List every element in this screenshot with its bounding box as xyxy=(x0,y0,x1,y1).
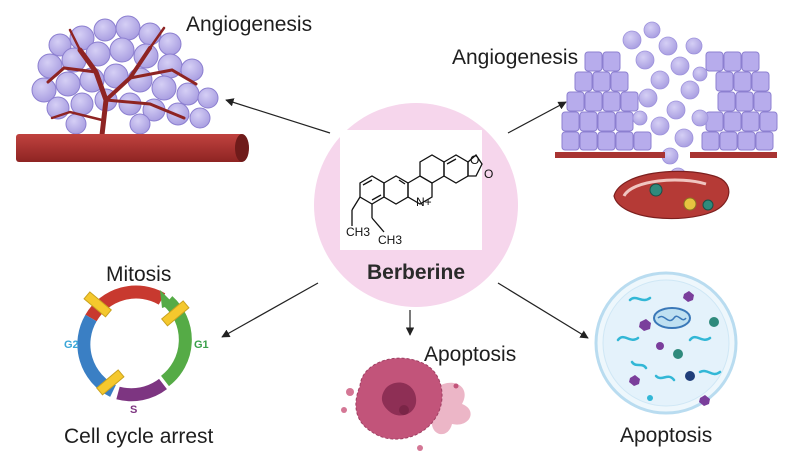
arrow-bottom-left xyxy=(221,282,319,338)
arrow-top-left xyxy=(225,98,331,134)
arrow-bottom-right xyxy=(497,282,589,339)
label-phase-s: S xyxy=(130,404,138,416)
cycle-segment-purple xyxy=(116,378,167,402)
cell-cycle-illustration xyxy=(77,285,192,402)
label-angiogenesis-top-right: Angiogenesis xyxy=(452,46,579,69)
label-phase-g2: G2 xyxy=(64,339,79,351)
label-berberine: Berberine xyxy=(366,261,466,284)
atom-methyl-2: CH3 xyxy=(378,233,403,247)
label-phase-g1: G1 xyxy=(194,339,209,351)
atom-nitrogen: N+ xyxy=(416,195,432,209)
petri-dish-illustration xyxy=(594,271,738,415)
label-apoptosis-right: Apoptosis xyxy=(620,424,713,447)
label-cell-cycle-arrest: Cell cycle arrest xyxy=(64,425,214,448)
label-mitosis: Mitosis xyxy=(106,263,172,286)
cycle-segment-red xyxy=(85,285,166,322)
checkpoint-blocks xyxy=(83,291,190,396)
angiogenesis-metastasis-illustration xyxy=(555,21,778,220)
arrows xyxy=(221,98,589,339)
atom-oxygen-1: O xyxy=(470,153,480,167)
structure-card xyxy=(340,130,482,250)
angiogenesis-tumor-illustration xyxy=(16,15,249,162)
apoptotic-cell-illustration xyxy=(341,357,471,451)
atom-methyl-1: CH3 xyxy=(346,225,371,239)
label-angiogenesis-top-left: Angiogenesis xyxy=(186,13,313,36)
berberine-structure xyxy=(351,154,483,233)
arrow-top-right xyxy=(507,101,567,134)
label-apoptosis-mid: Apoptosis xyxy=(424,343,517,366)
atom-oxygen-2: O xyxy=(484,167,494,181)
blood-vessel xyxy=(16,134,244,162)
